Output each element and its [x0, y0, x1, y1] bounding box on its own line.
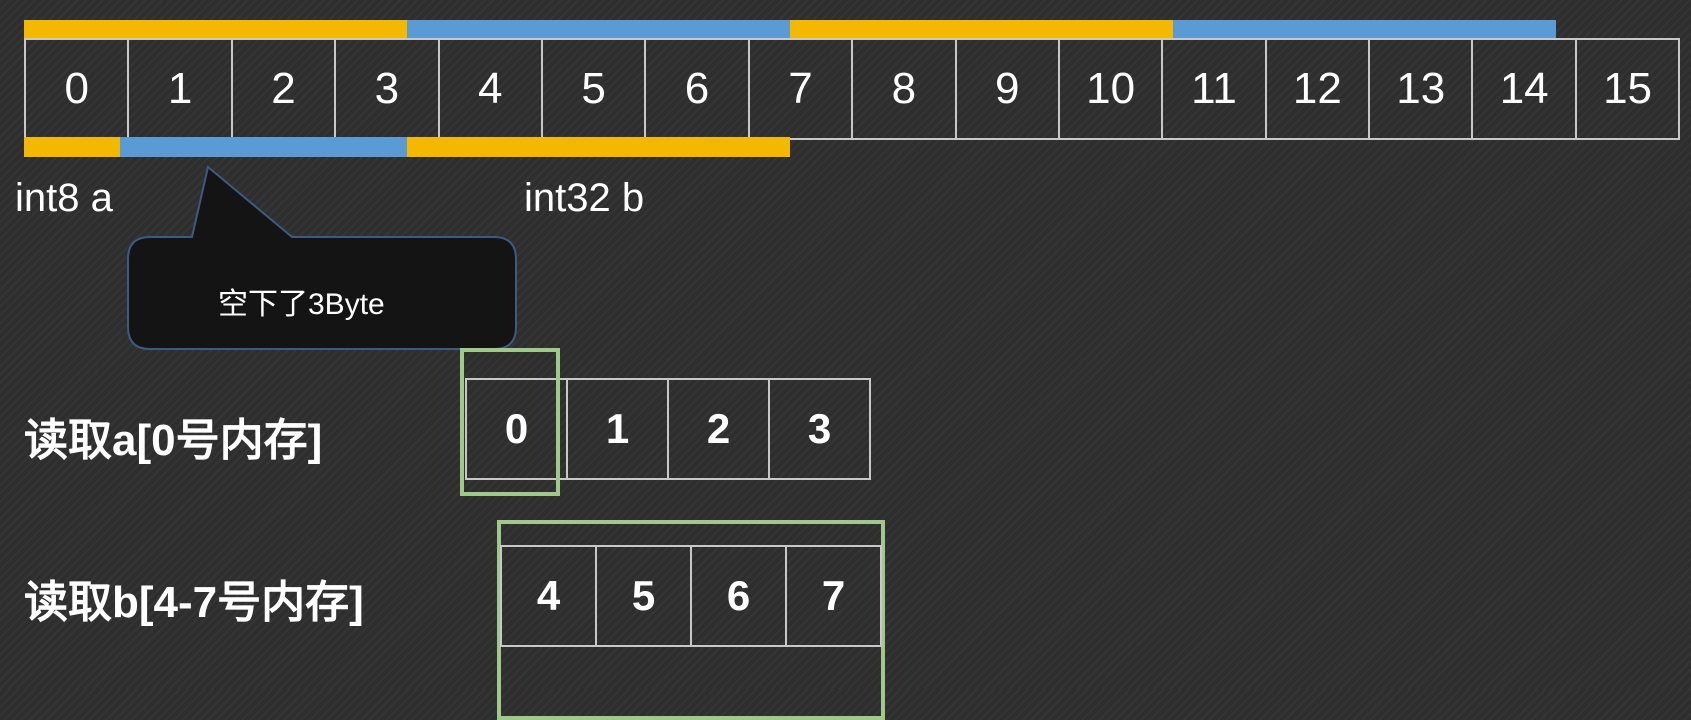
int8-a-label: int8 a	[15, 176, 113, 220]
callout-text: 空下了3Byte	[218, 288, 385, 321]
bottom-bar-padding	[120, 137, 407, 157]
read-b-cells: 4 5 6 7	[500, 545, 882, 647]
read-b-cell: 4	[500, 545, 597, 647]
memory-cell: 1	[127, 38, 233, 140]
memory-cell: 12	[1264, 38, 1371, 140]
memory-cell: 3	[334, 38, 440, 140]
read-b-label: 读取b[4-7号内存]	[24, 578, 364, 627]
read-a-cells: 0 1 2 3	[465, 378, 871, 480]
bottom-bar-int8-a	[24, 137, 120, 157]
top-bar-bytes-4-7	[407, 20, 790, 40]
top-bar-bytes-12-15	[1173, 20, 1556, 40]
memory-cell: 7	[747, 38, 854, 140]
read-b-cell: 7	[785, 545, 882, 647]
memory-cell: 13	[1368, 38, 1474, 140]
memory-cell: 6	[644, 38, 750, 140]
memory-cell: 9	[954, 38, 1060, 140]
memory-cell: 2	[230, 38, 337, 140]
bottom-bar-int32-b	[407, 137, 790, 157]
top-bar-bytes-8-11	[790, 20, 1173, 40]
callout-bubble	[127, 165, 517, 350]
memory-cell: 5	[540, 38, 647, 140]
top-bar-bytes-0-3	[24, 20, 407, 40]
memory-cell: 11	[1161, 38, 1267, 140]
memory-cell: 0	[24, 38, 130, 140]
read-b-cell: 5	[595, 545, 692, 647]
read-a-label: 读取a[0号内存]	[24, 416, 323, 465]
memory-cell: 4	[437, 38, 543, 140]
read-b-cell: 6	[690, 545, 787, 647]
memory-cell: 8	[851, 38, 957, 140]
memory-cell: 15	[1574, 38, 1681, 140]
memory-cell: 14	[1471, 38, 1577, 140]
memory-row: 0 1 2 3 4 5 6 7 8 9 10 11 12 13 14 15	[24, 38, 1681, 140]
read-a-cell: 2	[667, 378, 770, 480]
memory-cell: 10	[1057, 38, 1164, 140]
read-a-cell: 1	[566, 378, 669, 480]
int32-b-label: int32 b	[524, 176, 645, 220]
read-a-cell: 3	[768, 378, 871, 480]
read-a-highlight	[460, 348, 560, 496]
